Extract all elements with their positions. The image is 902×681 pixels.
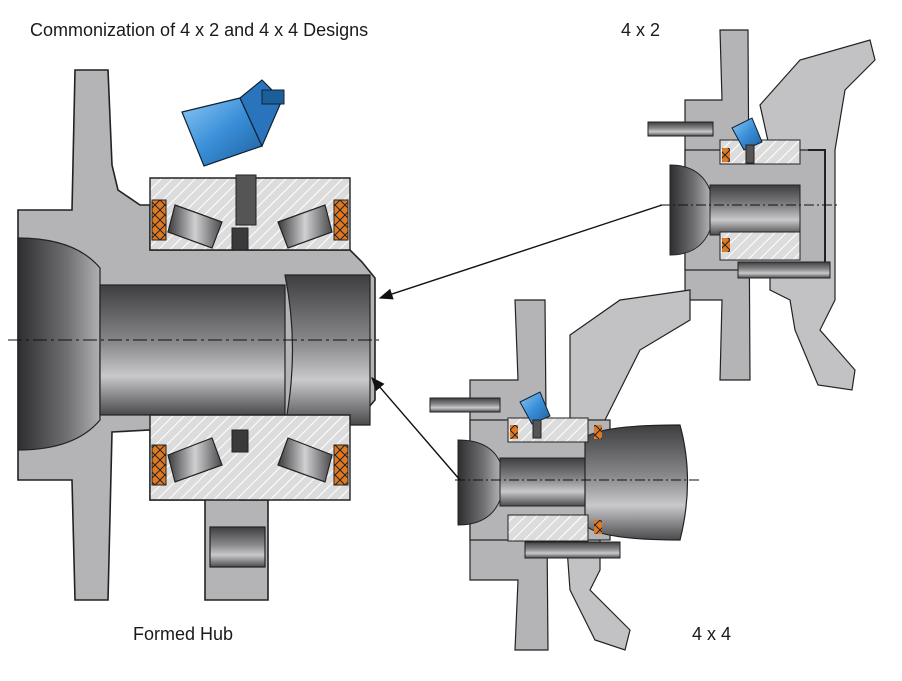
label-formed-hub: Formed Hub (133, 624, 234, 644)
abs-sensor-4x4 (519, 391, 551, 439)
seal-upper-right (333, 199, 349, 241)
arrow-from-4x4 (371, 376, 461, 481)
spline-shaft-4x4 (499, 457, 591, 507)
seal-upper-left (151, 199, 167, 241)
seal-lower-left (151, 444, 167, 486)
hub-pilot-bore (17, 237, 101, 451)
arrow-from-4x2 (378, 204, 663, 300)
hub-lower-tab-bore (209, 526, 266, 568)
label-4x2: 4 x 2 (621, 20, 661, 40)
assembly-4x2 (647, 29, 876, 391)
bolt-4x2-lower (737, 261, 831, 279)
hub-central-bore (99, 284, 286, 416)
label-4x4: 4 x 4 (692, 624, 732, 644)
spline-shaft-4x2 (709, 184, 801, 236)
abs-sensor-4x2 (731, 117, 763, 164)
bolt-4x4-lower (524, 541, 621, 559)
diagram-title: Commonization of 4 x 2 and 4 x 4 Designs (30, 20, 369, 40)
lower-rollers (167, 429, 333, 483)
bolt-4x2-upper (647, 121, 714, 137)
bolt-4x4-upper (429, 397, 501, 413)
upper-rollers (167, 204, 333, 251)
seal-lower-right (333, 444, 349, 486)
formed-hub-assembly (8, 69, 380, 601)
cv-joint-4x4 (584, 424, 689, 541)
abs-sensor (181, 79, 285, 226)
assembly-4x4 (429, 289, 700, 651)
lower-bearing-race (149, 414, 351, 501)
hub-right-bore (284, 274, 371, 426)
